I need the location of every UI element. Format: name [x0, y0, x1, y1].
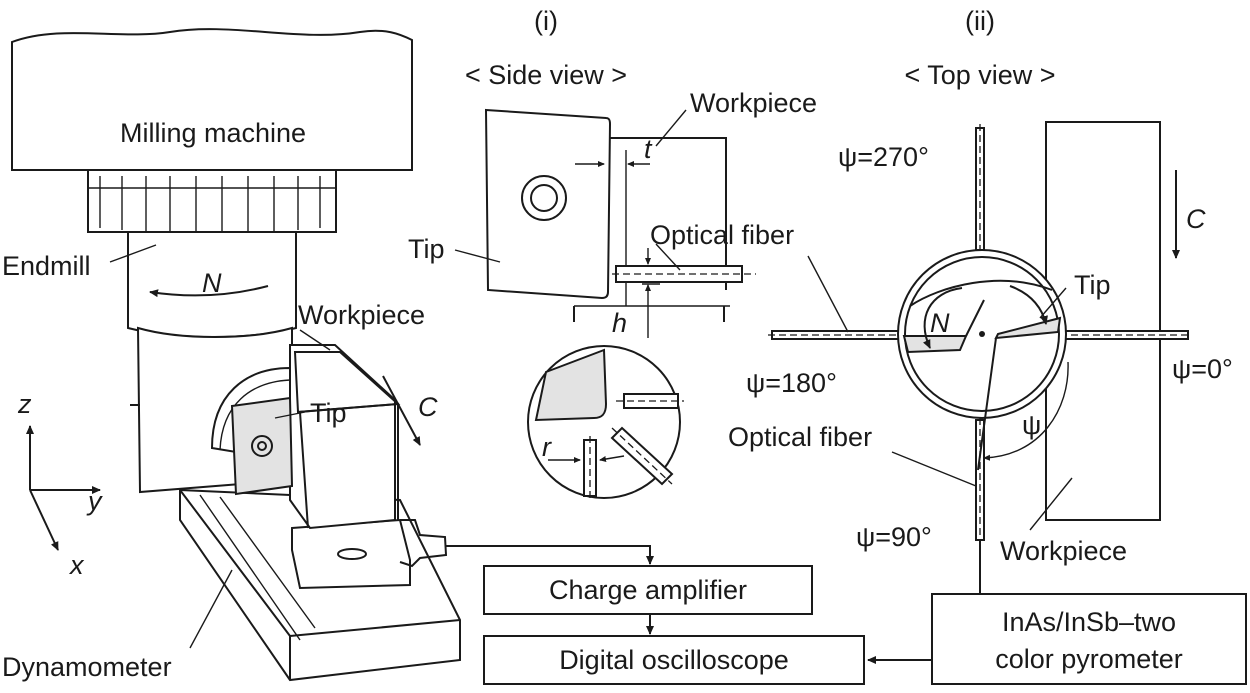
workpiece-leader [299, 329, 331, 351]
top-view-title: < Top view > [904, 60, 1055, 90]
axis-x-label: x [68, 550, 85, 580]
psi-90-label: ψ=90° [856, 522, 932, 552]
milling-machine-head [11, 28, 413, 171]
psi-180-label: ψ=180° [746, 368, 837, 398]
top-fiber-label: Optical fiber [728, 422, 872, 452]
psi-270-label: ψ=270° [838, 142, 929, 172]
detail-tip [534, 348, 608, 422]
axis-y-label: y [86, 486, 103, 516]
tip-screw-outer [251, 435, 273, 457]
rotation-arrow-n [149, 285, 269, 298]
coordinate-axes [26, 425, 101, 551]
connector [399, 519, 448, 568]
cutter-center [979, 331, 985, 337]
side-tip-screw-inner [530, 184, 558, 212]
dynamometer-slots [199, 494, 316, 641]
cutter-tooth-left [902, 335, 968, 354]
charge-amplifier-box [483, 565, 813, 615]
tip-leader [274, 411, 306, 419]
r-arrow-right [599, 455, 625, 462]
top-feed-label: C [1186, 204, 1206, 234]
fixture-plate [291, 518, 411, 590]
side-view: (i) < Side view > [408, 6, 817, 499]
pyrometer-label-line2: color pyrometer [995, 644, 1183, 674]
detail-fiber-diagonal-axis [611, 427, 673, 485]
rotation-label: N [202, 268, 222, 298]
top-rotation-arrow [922, 287, 963, 349]
side-fiber-label: Optical fiber [650, 220, 794, 250]
top-workpiece-leader [1029, 477, 1073, 531]
spindle-ring-ribs [88, 176, 336, 232]
top-rotation-label: N [930, 308, 950, 338]
top-view: (ii) < Top view > ψ=270° ψ=1 [728, 6, 1233, 566]
pyrometer-label-line1: InAs/InSb–two [1002, 607, 1176, 637]
workpiece-label-left: Workpiece [298, 300, 425, 330]
side-tip-leader [454, 249, 501, 263]
endmill-label: Endmill [2, 251, 91, 281]
dynamometer-leader [189, 569, 233, 649]
top-tip-label: Tip [1074, 270, 1111, 300]
side-tip [484, 108, 612, 300]
top-fiber-leader-down [891, 451, 977, 487]
psi-label: ψ [1022, 410, 1041, 440]
psi-0-label: ψ=0° [1172, 354, 1233, 384]
fiber-psi-0 [1061, 330, 1189, 340]
cutter-inner-circle [904, 256, 1060, 412]
cutter-flutes [909, 279, 1053, 471]
side-workpiece-leader [655, 109, 687, 147]
top-view-index: (ii) [965, 6, 995, 36]
feed-arrow-c [382, 375, 421, 446]
pyrometer-box [931, 593, 1247, 685]
side-tip-label: Tip [408, 234, 445, 264]
feed-label-left: C [418, 392, 438, 422]
milling-machine-label: Milling machine [120, 118, 306, 148]
charge-amplifier-label: Charge amplifier [549, 575, 747, 605]
side-fiber-leader [655, 243, 681, 271]
side-view-title: < Side view > [465, 60, 627, 90]
wire-to-amplifier [446, 545, 654, 565]
digital-oscilloscope-label: Digital oscilloscope [559, 645, 789, 675]
digital-oscilloscope-box [483, 635, 865, 685]
fixture-hole [337, 548, 367, 560]
dynamometer-label: Dynamometer [2, 652, 172, 682]
workpiece-block-left [289, 344, 396, 530]
r-label: r [542, 432, 552, 462]
top-tip-arrow [1009, 285, 1048, 325]
top-tip-leader [1039, 287, 1067, 319]
endmill-leader [109, 244, 157, 263]
axis-z-label: z [17, 389, 32, 419]
tip-label-left: Tip [310, 398, 347, 428]
tool-holder-line [219, 379, 291, 451]
side-workpiece-label: Workpiece [690, 88, 817, 118]
t-label: t [644, 134, 653, 164]
side-tip-screw-outer [521, 175, 567, 221]
detail-circle [527, 345, 681, 499]
top-workpiece-label: Workpiece [1000, 536, 1127, 566]
side-workpiece-outline [610, 137, 727, 290]
top-fiber-leader-left [807, 255, 849, 333]
tip-screw-inner [257, 441, 267, 451]
psi-arc [983, 361, 1069, 461]
side-view-index: (i) [534, 6, 558, 36]
spindle-ring [87, 169, 337, 233]
milling-setup: Milling machine Endmill N Workpiece Tip … [2, 28, 461, 682]
cutting-tip [230, 396, 294, 496]
h-label: h [612, 308, 627, 338]
dynamometer-edges [179, 489, 461, 680]
instrumentation: Charge amplifier Digital oscilloscope In… [446, 540, 1247, 685]
